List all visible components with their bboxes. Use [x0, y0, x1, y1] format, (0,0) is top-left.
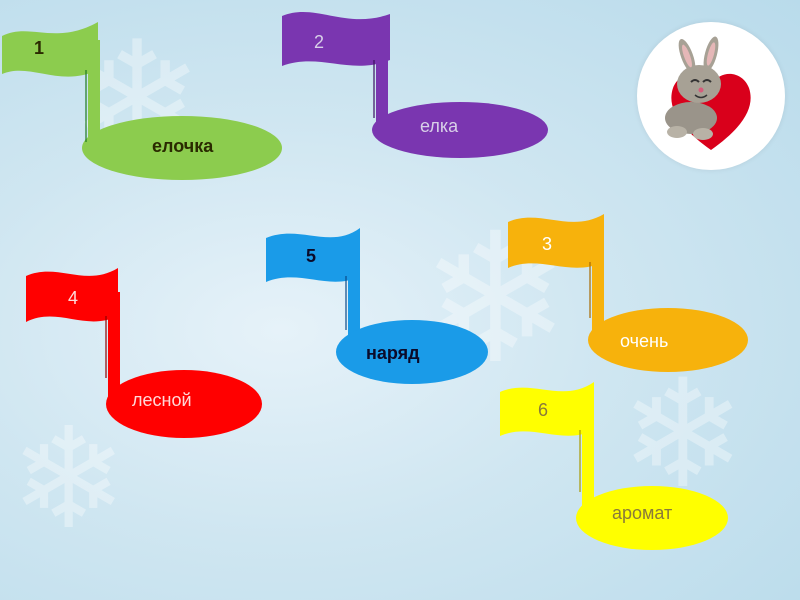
note-word[interactable]: елочка	[152, 136, 214, 156]
note-word[interactable]: лесной	[132, 390, 192, 410]
note-word[interactable]: очень	[620, 331, 669, 351]
note-word[interactable]: наряд	[366, 343, 420, 363]
note-number: 6	[538, 400, 549, 420]
note-word[interactable]: аромат	[612, 503, 673, 523]
note-word[interactable]: елка	[420, 116, 459, 136]
bunny-heart-icon	[637, 22, 785, 170]
snowflake-icon: ❄	[10, 398, 128, 561]
note-number: 5	[306, 246, 317, 266]
bunny-heart-illustration	[665, 36, 751, 150]
note-number: 2	[314, 32, 325, 52]
note-number: 3	[542, 234, 553, 254]
snowflake-icon: ❄	[620, 348, 746, 522]
note-number: 1	[34, 38, 45, 58]
note-number: 4	[68, 288, 79, 308]
